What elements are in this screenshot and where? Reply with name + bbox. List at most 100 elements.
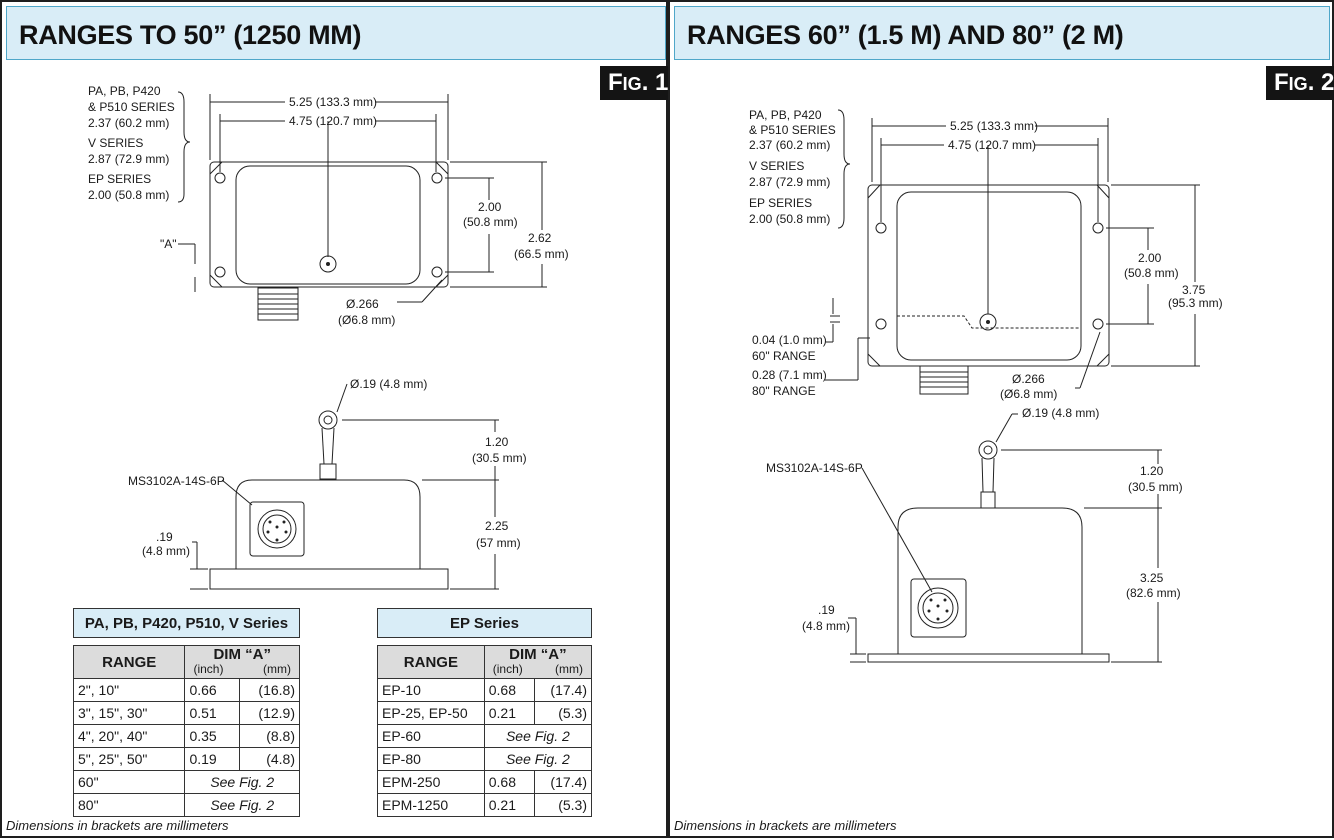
dimension-label: 2.00: [1138, 251, 1162, 265]
dim-a-label: "A": [160, 237, 177, 251]
dimension-label: 2.25: [485, 519, 509, 533]
fig-1-drawing: PA, PB, P420 & P510 SERIES 2.37 (60.2 mm…: [88, 84, 569, 590]
inch-cell: 0.21: [483, 701, 536, 725]
dimension-label: (50.8 mm): [463, 215, 518, 229]
inch-cell: 0.19: [184, 747, 240, 771]
left-title: RANGES TO 50” (1250 MM): [19, 20, 362, 50]
inch-cell: 0.68: [483, 678, 536, 702]
range-cell: EPM-250: [377, 770, 485, 794]
table-row: 2", 10"0.66(16.8): [72, 678, 301, 702]
connector-label: MS3102A-14S-6P: [128, 474, 225, 488]
right-header: RANGES 60” (1.5 M) AND 80” (2 M): [674, 6, 1330, 60]
dimension-label: Ø.266: [346, 297, 379, 311]
inch-cell: 0.51: [184, 701, 240, 725]
dimension-label: Ø.19 (4.8 mm): [350, 377, 427, 391]
dimension-label: 1.20: [1140, 464, 1164, 478]
dimension-label: (50.8 mm): [1124, 266, 1179, 280]
range-cell: EP-60: [377, 724, 485, 748]
dimension-label: (4.8 mm): [142, 544, 190, 558]
dimension-label: 5.25 (133.3 mm): [950, 119, 1038, 133]
inch-cell: 0.66: [184, 678, 240, 702]
range-cell: 3", 15", 30": [72, 701, 186, 725]
left-header: RANGES TO 50” (1250 MM): [6, 6, 666, 60]
table-row: 5", 25", 50"0.19(4.8): [72, 747, 301, 771]
dimension-label: MS3102A-14S-6P: [766, 461, 863, 475]
dimension-label: .19: [818, 603, 835, 617]
dimension-label: 3.25: [1140, 571, 1164, 585]
range-cell: EP-80: [377, 747, 485, 771]
mm-cell: (16.8): [238, 678, 301, 702]
mm-cell: (5.3): [534, 701, 592, 725]
series-label: PA, PB, P420: [88, 84, 161, 98]
fig-2-badge: FIG. 2: [1266, 66, 1334, 100]
dimension-label: 2.37 (60.2 mm): [88, 116, 169, 130]
dimension-label: Ø.19 (4.8 mm): [1022, 406, 1099, 420]
width-holes: 4.75 (120.7 mm): [289, 114, 377, 128]
table-row: 3", 15", 30"0.51(12.9): [72, 701, 301, 725]
fig-1-badge: FIG. 1: [600, 66, 677, 100]
fig-2-drawing: PA, PB, P420 & P510 SERIES 2.37 (60.2 mm…: [749, 108, 1223, 663]
dimension-label: 2.00: [478, 200, 502, 214]
dimension-label: & P510 SERIES: [749, 123, 836, 137]
table1-title: PA, PB, P420, P510, V Series: [73, 608, 300, 638]
range-cell: EPM-1250: [377, 793, 485, 817]
table-row: 80"See Fig. 2: [72, 793, 300, 817]
right-title: RANGES 60” (1.5 M) AND 80” (2 M): [687, 20, 1124, 50]
dimension-label: (30.5 mm): [472, 451, 527, 465]
table2-title: EP Series: [377, 608, 592, 638]
dimension-label: 2.87 (72.9 mm): [749, 175, 830, 189]
see-fig-cell: See Fig. 2: [483, 724, 593, 748]
dimension-label: (57 mm): [476, 536, 521, 550]
table1: RANGE DIM “A”(inch)(mm) 2", 10"0.66(16.8…: [72, 645, 301, 817]
dimension-label: (30.5 mm): [1128, 480, 1183, 494]
table-row: 4", 20", 40"0.35(8.8): [72, 724, 301, 748]
dimension-label: V SERIES: [88, 136, 143, 150]
dimension-label: 2.62: [528, 231, 552, 245]
dimension-label: .19: [156, 530, 173, 544]
right-panel: RANGES 60” (1.5 M) AND 80” (2 M) FIG. 2: [668, 0, 1334, 838]
mm-cell: (5.3): [534, 793, 592, 817]
dimension-label: 0.28 (7.1 mm): [752, 368, 827, 382]
dimension-label: (82.6 mm): [1126, 586, 1181, 600]
dimension-label: 4.75 (120.7 mm): [948, 138, 1036, 152]
dimension-label: 2.00 (50.8 mm): [749, 212, 830, 226]
see-fig-cell: See Fig. 2: [184, 793, 300, 817]
dimension-label: PA, PB, P420: [749, 108, 822, 122]
dimension-label: 1.20: [485, 435, 509, 449]
range-cell: 2", 10": [72, 678, 186, 702]
see-fig-cell: See Fig. 2: [483, 747, 593, 771]
dimension-label: & P510 SERIES: [88, 100, 175, 114]
left-panel: RANGES TO 50” (1250 MM) FIG. 1: [0, 0, 677, 838]
dimension-label: (Ø6.8 mm): [1000, 387, 1057, 401]
right-footnote: Dimensions in brackets are millimeters: [674, 818, 897, 833]
dimension-label: (4.8 mm): [802, 619, 850, 633]
range-cell: EP-25, EP-50: [377, 701, 485, 725]
dimension-label: (66.5 mm): [514, 247, 569, 261]
width-overall: 5.25 (133.3 mm): [289, 95, 377, 109]
inch-cell: 0.21: [483, 793, 536, 817]
dimension-label: (95.3 mm): [1168, 296, 1223, 310]
dimension-label: 80" RANGE: [752, 384, 816, 398]
mm-cell: (12.9): [238, 701, 301, 725]
dimension-label: 3.75: [1182, 283, 1206, 297]
see-fig-cell: See Fig. 2: [184, 770, 300, 794]
inch-cell: 0.68: [483, 770, 536, 794]
dimension-label: EP SERIES: [88, 172, 151, 186]
range-cell: 60": [72, 770, 186, 794]
dimension-label: EP SERIES: [749, 196, 812, 210]
mm-cell: (17.4): [534, 678, 592, 702]
dimension-label: 0.04 (1.0 mm): [752, 333, 827, 347]
inch-cell: 0.35: [184, 724, 240, 748]
dimension-label: Ø.266: [1012, 372, 1045, 386]
mm-cell: (17.4): [534, 770, 592, 794]
range-cell: 80": [72, 793, 186, 817]
left-footnote: Dimensions in brackets are millimeters: [6, 818, 229, 833]
dimension-label: 60" RANGE: [752, 349, 816, 363]
